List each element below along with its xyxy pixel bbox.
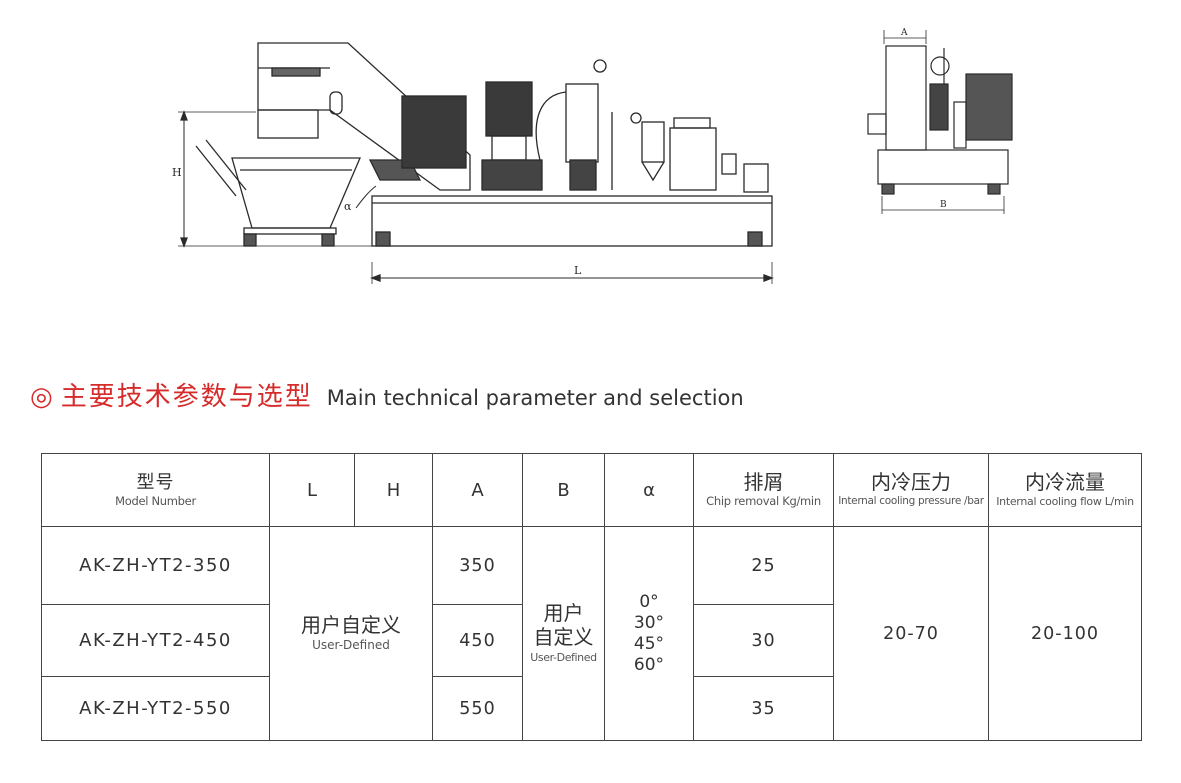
header-chip: 排屑 Chip removal Kg/min	[693, 453, 834, 527]
side-view-labels: H L α	[172, 166, 582, 277]
angle-options-cell: 0° 30° 45° 60°	[604, 526, 694, 741]
b-user-defined-cell: 用户 自定义 User-Defined	[522, 526, 605, 741]
header-model: 型号 Model Number	[41, 453, 270, 527]
header-chip-en: Chip removal Kg/min	[706, 494, 821, 508]
a-value-cell: 550	[432, 676, 523, 741]
header-chip-zh: 排屑	[743, 470, 784, 494]
header-model-zh: 型号	[136, 471, 175, 493]
table-row: AK-ZH-YT2-550 550 35	[41, 676, 1142, 741]
header-l: L	[269, 453, 355, 527]
flow-value-cell: 20-100	[988, 526, 1142, 741]
header-alpha: α	[604, 453, 694, 527]
height-dimension-label: H	[172, 166, 182, 179]
header-flow: 内冷流量 Internal cooling flow L/min	[988, 453, 1142, 527]
model-cell: AK-ZH-YT2-550	[41, 676, 270, 741]
front-view-labels: A B	[900, 28, 947, 210]
machine-drawings: H L α A B	[172, 28, 1013, 284]
header-flow-zh: 内冷流量	[1025, 470, 1105, 494]
header-model-en: Model Number	[115, 493, 196, 508]
width-b-label: B	[940, 200, 947, 210]
model-cell: AK-ZH-YT2-350	[41, 526, 270, 605]
circle-bullet-icon: ◎	[30, 382, 53, 412]
model-cell: AK-ZH-YT2-450	[41, 604, 270, 677]
chip-value-cell: 30	[693, 604, 834, 677]
header-flow-en: Internal cooling flow L/min	[996, 495, 1134, 508]
a-value-cell: 450	[432, 604, 523, 677]
header-pressure: 内冷压力 Internal cooling pressure /bar	[833, 453, 989, 527]
length-dimension-label: L	[574, 264, 582, 277]
parameter-table: 型号 Model Number L H A B α 排屑 Chip remova…	[41, 453, 1142, 741]
header-h: H	[354, 453, 433, 527]
header-pressure-zh: 内冷压力	[871, 470, 951, 494]
chip-value-cell: 35	[693, 676, 834, 741]
width-a-label: A	[900, 28, 908, 38]
angle-label: α	[344, 200, 352, 213]
header-b: B	[522, 453, 605, 527]
section-heading: ◎ 主要技术参数与选型 Main technical parameter and…	[30, 376, 744, 416]
lh-user-defined-cell: 用户自定义 User-Defined	[269, 526, 433, 741]
chip-value-cell: 25	[693, 526, 834, 605]
front-view-drawing	[867, 30, 1013, 214]
heading-title-zh: 主要技术参数与选型	[60, 382, 313, 412]
table-row: AK-ZH-YT2-350 用户自定义 User-Defined 350 用户 …	[41, 526, 1142, 741]
a-value-cell: 350	[432, 526, 523, 605]
table-header-row: 型号 Model Number L H A B α 排屑 Chip remova…	[41, 453, 1142, 527]
heading-title-en: Main technical parameter and selection	[326, 386, 744, 410]
pressure-value-cell: 20-70	[833, 526, 989, 741]
header-a: A	[432, 453, 523, 527]
header-pressure-en: Internal cooling pressure /bar	[838, 495, 984, 507]
side-view-drawing	[178, 42, 774, 284]
